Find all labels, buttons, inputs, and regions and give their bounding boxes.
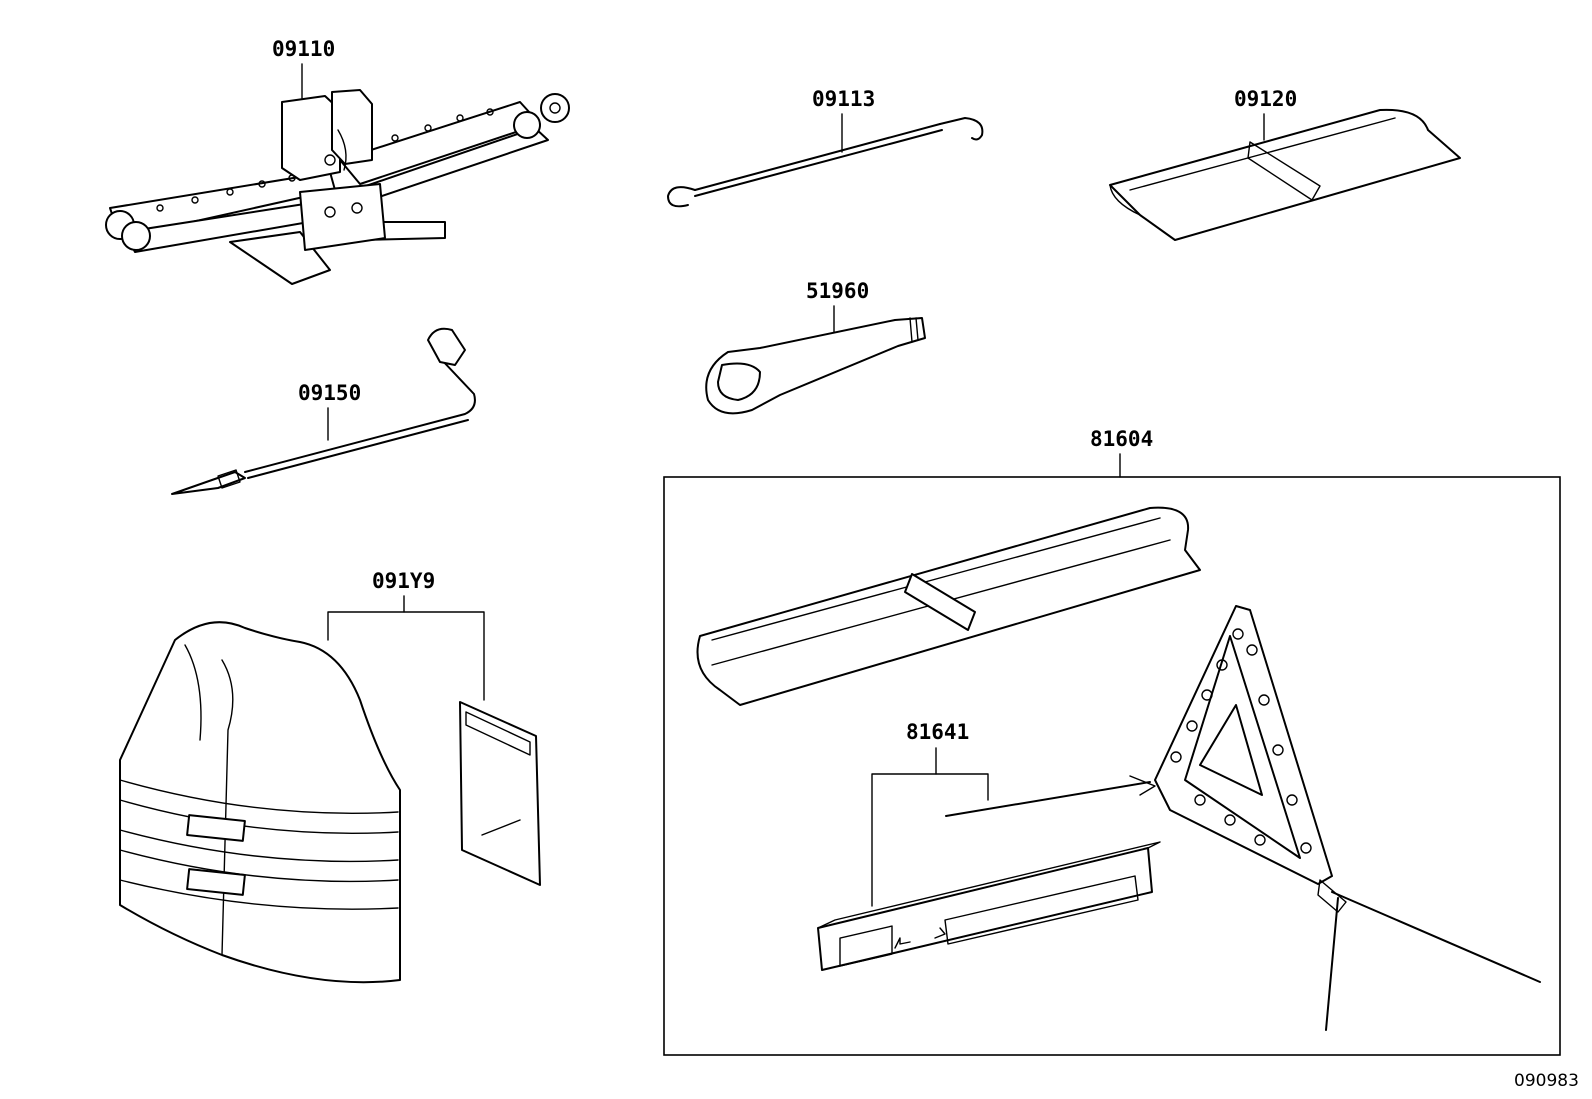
towing-eye-shank [705, 317, 926, 415]
figure-code: 090983 [1514, 1071, 1579, 1091]
jack-center-block [299, 183, 386, 251]
callout-label-09113: 09113 [812, 87, 875, 111]
towing-eye-loop-hole [717, 362, 761, 401]
leader-bracket-81641 [871, 773, 989, 907]
hook-end-left [667, 186, 696, 208]
callout-label-09150: 09150 [298, 381, 361, 405]
triangle-case-body [817, 847, 1153, 971]
leader-bracket-091Y9 [327, 611, 485, 701]
callout-label-09120: 09120 [1234, 87, 1297, 111]
triangle-support-leg-right [1331, 891, 1541, 983]
callout-label-81604: 81604 [1090, 427, 1153, 451]
part-091Y9-safety-vest-set[interactable]: 091Y9 [119, 569, 541, 984]
part-09113-jack-handle[interactable]: 09113 [667, 87, 984, 208]
vest-pouch [459, 701, 541, 886]
callout-label-81641: 81641 [906, 720, 969, 744]
warning-triangle-inner-reflector [1199, 704, 1263, 796]
part-09150-lug-wrench[interactable]: 09150 [171, 327, 476, 495]
safety-vest [119, 621, 401, 984]
triangle-reflector-dots [1170, 628, 1312, 854]
callout-label-09110: 09110 [272, 37, 335, 61]
lug-wrench-socket [427, 327, 466, 366]
reflector-pin-rod [945, 781, 1151, 817]
tool-bag-body [1109, 108, 1461, 241]
lug-wrench-flat-end [171, 471, 246, 495]
callout-label-091Y9: 091Y9 [372, 569, 435, 593]
hook-end-right [939, 117, 984, 141]
part-81641-triangle-case[interactable]: 81641 [817, 720, 1161, 971]
triangle-support-leg-down [1325, 897, 1339, 1031]
part-81604-warning-triangle-kit[interactable]: 81604 81641 [663, 427, 1561, 1056]
callout-label-51960: 51960 [806, 279, 869, 303]
part-51960-towing-eye[interactable]: 51960 [705, 279, 926, 415]
kit-boundary-box [663, 476, 1561, 1056]
part-09110-scissor-jack[interactable]: 09110 [105, 37, 570, 285]
part-09120-tool-bag[interactable]: 09120 [1109, 87, 1461, 241]
